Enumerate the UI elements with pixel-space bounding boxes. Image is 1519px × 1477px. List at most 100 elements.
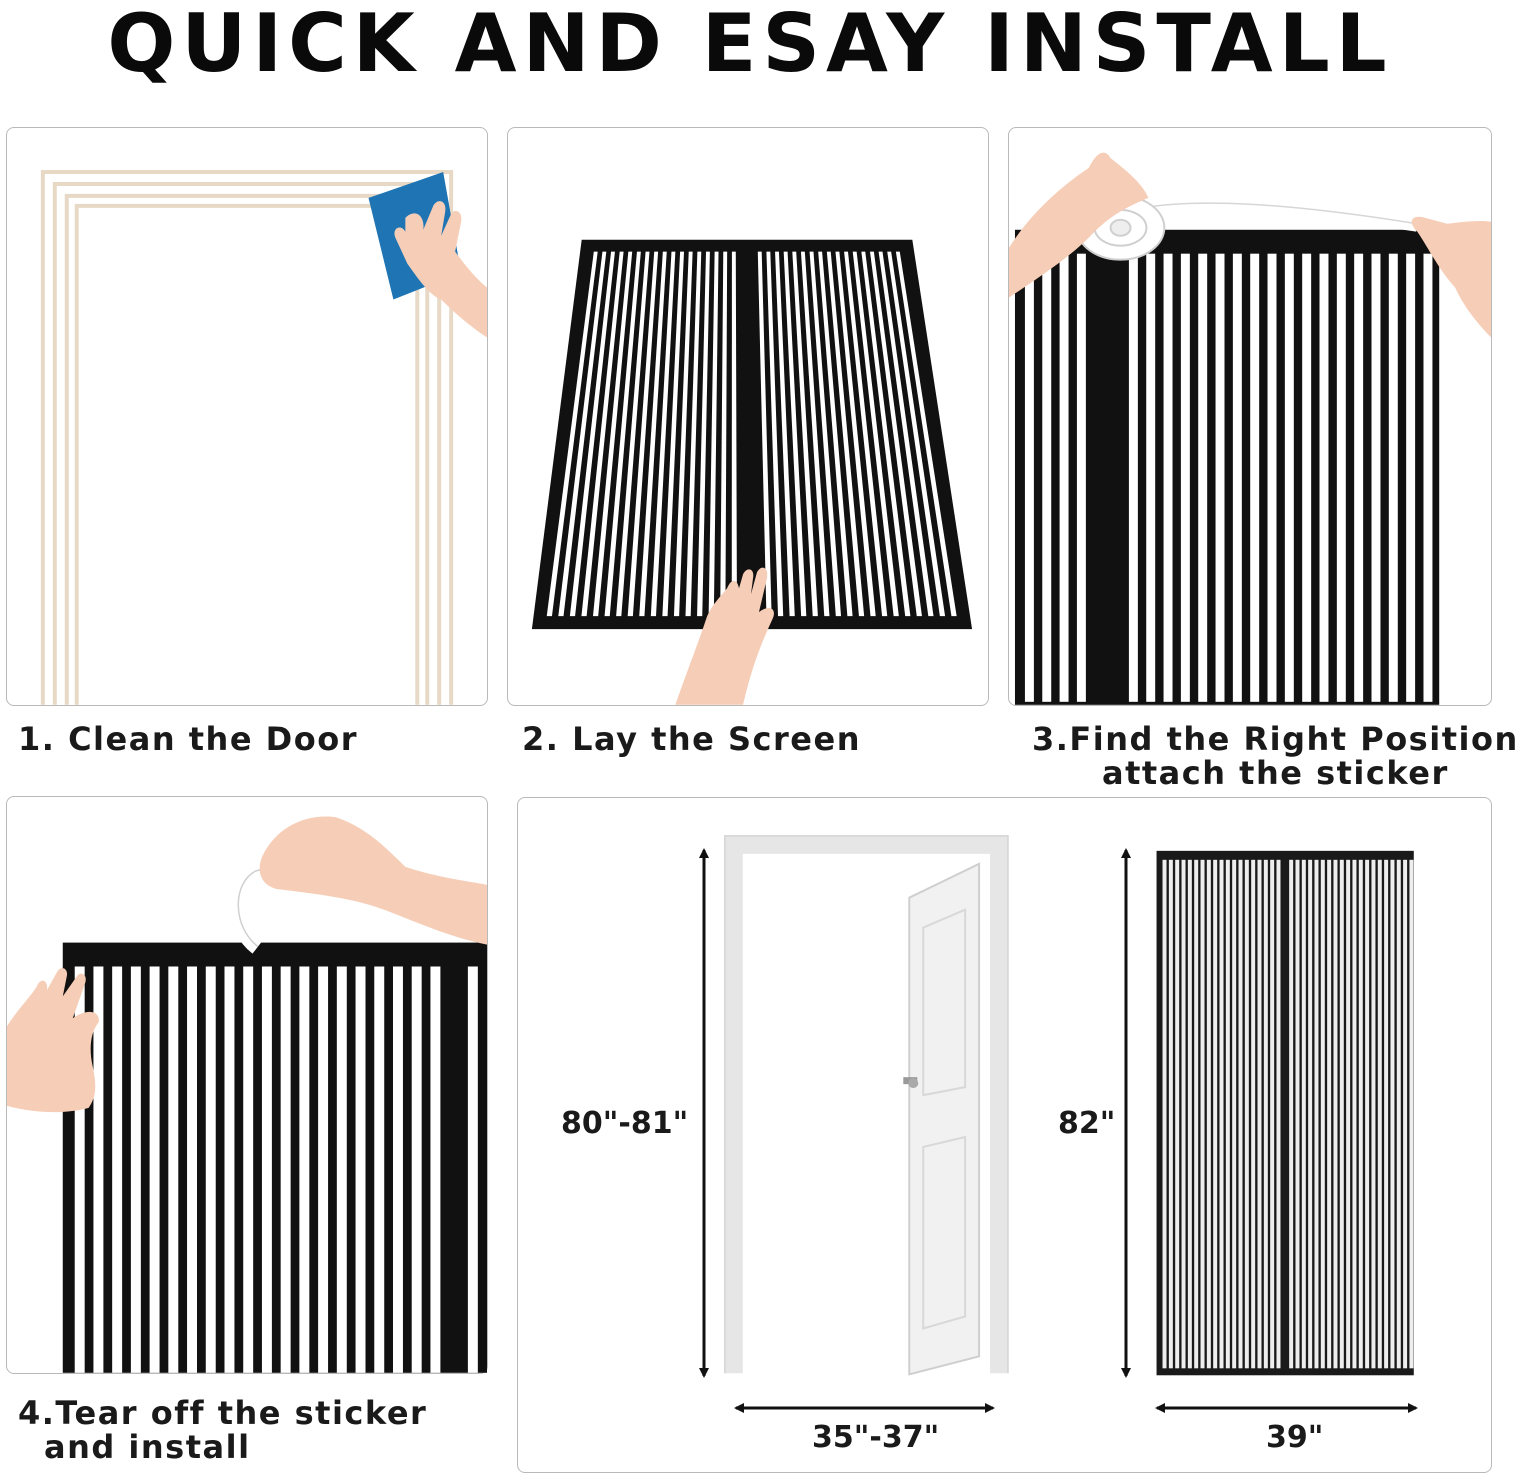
mesh-slat	[604, 251, 641, 617]
step1-caption: 1. Clean the Door	[18, 722, 358, 756]
mesh-slat	[792, 251, 818, 617]
hand-left-icon	[7, 968, 99, 1113]
mesh-slat	[1396, 859, 1401, 1369]
dimensions-illustration	[517, 797, 1492, 1473]
mesh-slat	[1267, 253, 1277, 702]
mesh-slat	[1024, 253, 1034, 702]
mesh-slat	[1314, 859, 1319, 1369]
mesh-slat	[336, 966, 347, 1373]
mesh-slat	[1276, 859, 1281, 1369]
mesh-slat	[411, 966, 422, 1373]
mesh-slat	[650, 251, 676, 617]
step3-caption: 3.Find the Right Position attach the sti…	[1032, 722, 1519, 790]
mesh-slat	[74, 966, 85, 1373]
mesh-slat	[1319, 253, 1329, 702]
mesh-slat	[818, 251, 853, 617]
door-height-label: 80"-81"	[561, 1106, 689, 1141]
mesh-slat	[1257, 859, 1262, 1369]
mesh-slat	[869, 251, 922, 617]
mesh-slat	[685, 251, 702, 617]
mesh-slat	[757, 251, 772, 617]
mesh-slat	[569, 251, 615, 617]
step2-illustration	[507, 127, 989, 706]
hand-icon	[675, 567, 774, 705]
mesh-slat	[878, 251, 934, 617]
step3-caption-line1: 3.Find the Right Position	[1032, 720, 1519, 758]
mesh-slat	[826, 251, 865, 617]
mesh-slat	[1352, 859, 1357, 1369]
mesh-slat	[1406, 253, 1416, 702]
mesh-slat	[1175, 859, 1180, 1369]
mesh-slat	[1263, 859, 1268, 1369]
mesh-slat	[467, 966, 478, 1373]
mesh-slat	[1059, 253, 1069, 702]
mesh-slat	[592, 251, 633, 617]
step4-caption: 4.Tear off the sticker and install	[18, 1396, 427, 1464]
mesh-slat	[627, 251, 659, 617]
step2-caption: 2. Lay the Screen	[522, 722, 861, 756]
hand-top-icon	[259, 816, 487, 945]
page-title: QUICK AND ESAY INSTALL	[107, 0, 1393, 90]
mesh-slat	[243, 966, 254, 1373]
mesh-slat	[708, 251, 719, 617]
mesh-slat	[1346, 859, 1351, 1369]
mesh-slat	[861, 251, 911, 617]
mesh-slat	[852, 251, 899, 617]
mesh-slat	[299, 966, 310, 1373]
mesh-slat	[1390, 859, 1395, 1369]
mesh-slat	[895, 251, 957, 617]
mesh-slat	[1187, 859, 1192, 1369]
mesh-slat	[355, 966, 366, 1373]
mesh-slat	[800, 251, 830, 617]
mesh-slat	[187, 966, 198, 1373]
mesh-slat	[280, 966, 291, 1373]
mesh-slat	[844, 251, 888, 617]
mesh-slat	[1146, 253, 1156, 702]
mesh-slat	[887, 251, 946, 617]
mesh-slat	[673, 251, 693, 617]
door-width-label: 35"-37"	[812, 1420, 940, 1455]
mesh-slat	[1238, 859, 1243, 1369]
mesh-slat	[1251, 859, 1256, 1369]
mesh-slat	[1333, 859, 1338, 1369]
mesh-slat	[1180, 253, 1190, 702]
mesh-slat	[1365, 859, 1370, 1369]
mesh-slat	[546, 251, 598, 617]
mesh-slat	[766, 251, 784, 617]
step4-caption-line2: and install	[44, 1428, 251, 1466]
step1-illustration	[6, 127, 488, 706]
open-door-icon	[903, 862, 981, 1376]
magnetic-screen-icon	[1156, 850, 1414, 1376]
mesh-slat	[1423, 253, 1433, 702]
step3-caption-line2: attach the sticker	[1101, 754, 1449, 792]
sticker-attaching-image	[1009, 152, 1491, 705]
mesh-slat	[809, 251, 842, 617]
mesh-slat	[392, 966, 403, 1373]
door-frame-cleaning-image	[40, 170, 487, 705]
mesh-slat	[1336, 253, 1346, 702]
mesh-slat	[205, 966, 216, 1373]
mesh-slat	[1232, 859, 1237, 1369]
mesh-slat	[1076, 253, 1086, 702]
mesh-slat	[783, 251, 807, 617]
mesh-slat	[93, 966, 104, 1373]
mesh-slat	[1358, 859, 1363, 1369]
step3-illustration	[1008, 127, 1492, 706]
mesh-slat	[1206, 859, 1211, 1369]
mesh-slat	[1162, 859, 1167, 1369]
mesh-slat	[639, 251, 667, 617]
mesh-slat	[1128, 253, 1138, 702]
step2-caption-line1: 2. Lay the Screen	[522, 720, 861, 758]
mesh-slat	[168, 966, 179, 1373]
door-frame-icon	[724, 835, 1009, 1374]
mesh-slat	[1308, 859, 1313, 1369]
mesh-slat	[1232, 253, 1242, 702]
mesh-slat	[1163, 253, 1173, 702]
mesh-slat	[662, 251, 684, 617]
mesh-slat	[616, 251, 650, 617]
mesh-slat	[1181, 859, 1186, 1369]
mesh-slat	[1250, 253, 1260, 702]
hand-left-icon	[1009, 152, 1149, 298]
mesh-slat	[835, 251, 876, 617]
door-and-screen-dimensions-image	[724, 835, 1414, 1376]
